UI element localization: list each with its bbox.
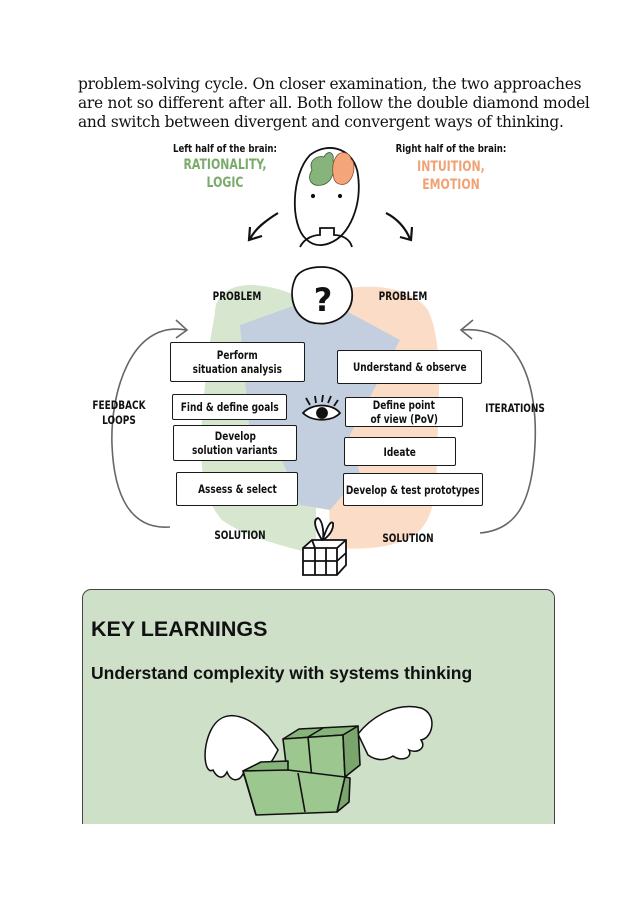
feedback-loops-label-1: FEEDBACK [92, 398, 146, 412]
left-brain-caption: Left half of the brain: [173, 142, 277, 155]
step-assess-select: Assess & select [176, 472, 298, 506]
step-develop-test-prototypes: Develop & test prototypes [343, 473, 483, 506]
key-learnings-subheading: Understand complexity with systems think… [91, 663, 473, 683]
key-learnings-heading: KEY LEARNINGS [91, 617, 268, 641]
paragraph-line: are not so different after all. Both fol… [78, 94, 590, 112]
question-icon: ? [291, 266, 353, 325]
step-understand-observe: Understand & observe [337, 350, 482, 384]
step-ideate: Ideate [344, 437, 456, 466]
paragraph-line: problem-solving cycle. On closer examina… [78, 75, 582, 93]
step-find-define-goals: Find & define goals [172, 394, 287, 420]
step-develop-solution-variants: Develop solution variants [173, 425, 297, 461]
right-brain-trait-1: INTUITION, [417, 159, 485, 175]
head-icon [293, 147, 360, 248]
right-brain-trait-2: EMOTION [422, 177, 480, 193]
right-brain-caption: Right half of the brain: [395, 142, 507, 155]
flying-cubes-illustration [204, 705, 433, 816]
svg-text:?: ? [314, 281, 333, 319]
feedback-loop-arrow [111, 319, 189, 528]
arrow-right-icon [385, 212, 414, 242]
left-brain-trait-2: LOGIC [206, 175, 244, 191]
problem-label-left: PROBLEM [212, 289, 262, 303]
problem-label-right: PROBLEM [378, 289, 428, 303]
iterations-label: ITERATIONS [485, 401, 545, 415]
gift-icon [302, 517, 347, 576]
figure-drawing: ? [111, 147, 537, 576]
green-cubes-icon [242, 725, 361, 816]
left-brain-trait-1: RATIONALITY, [183, 157, 267, 173]
thinking-model-figure: ? Left half of the brain: RATIONALITY, L… [0, 135, 636, 585]
key-learnings-box: KEY LEARNINGS Understand complexity with… [82, 589, 555, 824]
solution-label-right: SOLUTION [382, 531, 434, 545]
solution-label-left: SOLUTION [214, 528, 266, 542]
right-wing-icon [357, 705, 433, 761]
iterations-arrow [459, 319, 537, 534]
arrow-left-icon [247, 212, 279, 242]
step-define-point-of-view: Define point of view (PoV) [345, 397, 463, 427]
feedback-loops-label-2: LOOPS [102, 413, 136, 427]
eye-icon [301, 394, 342, 421]
body-paragraph: problem-solving cycle. On closer examina… [78, 75, 590, 132]
step-perform-situation-analysis: Perform situation analysis [170, 342, 305, 382]
paragraph-line: and switch between divergent and converg… [78, 113, 564, 131]
